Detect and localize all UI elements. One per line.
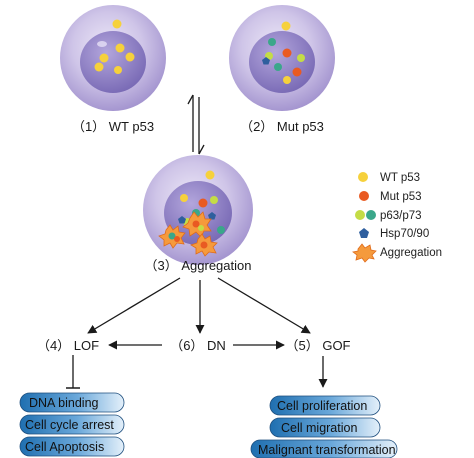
hsp-pentagon xyxy=(262,57,270,65)
legend-hsp: Hsp70/90 xyxy=(380,228,429,240)
wt-p53-dot xyxy=(112,19,122,29)
p73-dot xyxy=(217,226,225,234)
dn-label: （6） DN xyxy=(170,338,226,353)
lof-pill xyxy=(19,436,125,457)
gof-pill xyxy=(269,395,381,416)
mut-p53-dot xyxy=(282,48,292,58)
p73-dot xyxy=(274,63,282,71)
blue-pentagon-icon xyxy=(359,228,369,238)
legend-aggregation: Aggregation xyxy=(380,247,442,259)
legend-wt-p53: WT p53 xyxy=(380,172,420,184)
lof-effect-dna-binding: DNA binding xyxy=(29,396,99,410)
wt-p53-dot xyxy=(99,53,109,63)
legend: WT p53 Mut p53 p63/p73 Hsp70/90 Aggregat… xyxy=(352,172,442,263)
aggregation-burst-icon xyxy=(158,224,186,249)
mut-p53-cell xyxy=(229,5,335,111)
hsp-pentagon xyxy=(208,212,216,220)
gof-label: （5） GOF xyxy=(285,338,350,353)
lof-effects: DNA binding Cell cycle arrest Cell Apopt… xyxy=(19,392,125,457)
lof-pill xyxy=(19,392,125,413)
wt-p53-dot xyxy=(205,170,215,180)
lof-pill xyxy=(19,414,125,435)
wt-p53-dot xyxy=(125,52,135,62)
mut-p53-dot xyxy=(198,198,208,208)
wt-p53-dot xyxy=(180,194,188,202)
gof-effects: Cell proliferation Cell migration Malign… xyxy=(250,395,398,458)
cell-nucleus xyxy=(80,31,146,93)
legend-p63-p73: p63/p73 xyxy=(380,210,422,222)
aggregation-burst-icon xyxy=(182,211,212,238)
legend-mut-p53: Mut p53 xyxy=(380,191,422,203)
hsp-pentagon xyxy=(178,216,186,224)
outcome-arrows xyxy=(66,277,328,389)
gof-pill xyxy=(250,439,398,458)
arrow-to-gof xyxy=(217,277,311,334)
lof-label: （4） LOF xyxy=(37,338,99,353)
p63-dot xyxy=(210,196,218,204)
lime-teal-dots-icon xyxy=(355,210,376,220)
yellow-dot-icon xyxy=(358,172,368,182)
wt-p53-cell xyxy=(60,5,166,111)
orange-burst-icon xyxy=(352,243,377,263)
mut-p53-dot xyxy=(292,67,302,77)
aggregation-burst-icon xyxy=(190,233,218,257)
wt-p53-dot xyxy=(115,43,125,53)
wt-p53-dot xyxy=(281,21,291,31)
aggregation-cell xyxy=(143,155,253,265)
p73-dot xyxy=(268,38,276,46)
gof-effect-cell-proliferation: Cell proliferation xyxy=(277,399,367,413)
wt-p53-label: （1） WT p53 xyxy=(72,119,154,134)
cell-nucleus xyxy=(249,31,315,93)
gof-effect-malignant-transformation: Malignant transformation xyxy=(258,443,396,457)
lof-effect-cell-apoptosis: Cell Apoptosis xyxy=(25,440,104,454)
lof-effect-cell-cycle-arrest: Cell cycle arrest xyxy=(25,418,114,432)
arrow-to-lof xyxy=(87,277,181,334)
orange-dot-icon xyxy=(359,191,369,201)
gof-effect-cell-migration: Cell migration xyxy=(281,421,357,435)
p63-dot xyxy=(297,54,305,62)
equilibrium-arrows-icon xyxy=(187,94,205,155)
gof-pill xyxy=(269,417,381,438)
wt-p53-dot xyxy=(94,62,104,72)
wt-p53-dot xyxy=(283,76,291,84)
mut-p53-label: （2） Mut p53 xyxy=(240,119,324,134)
wt-p53-dot xyxy=(114,66,122,74)
aggregation-label: （3） Aggregation xyxy=(145,258,252,273)
